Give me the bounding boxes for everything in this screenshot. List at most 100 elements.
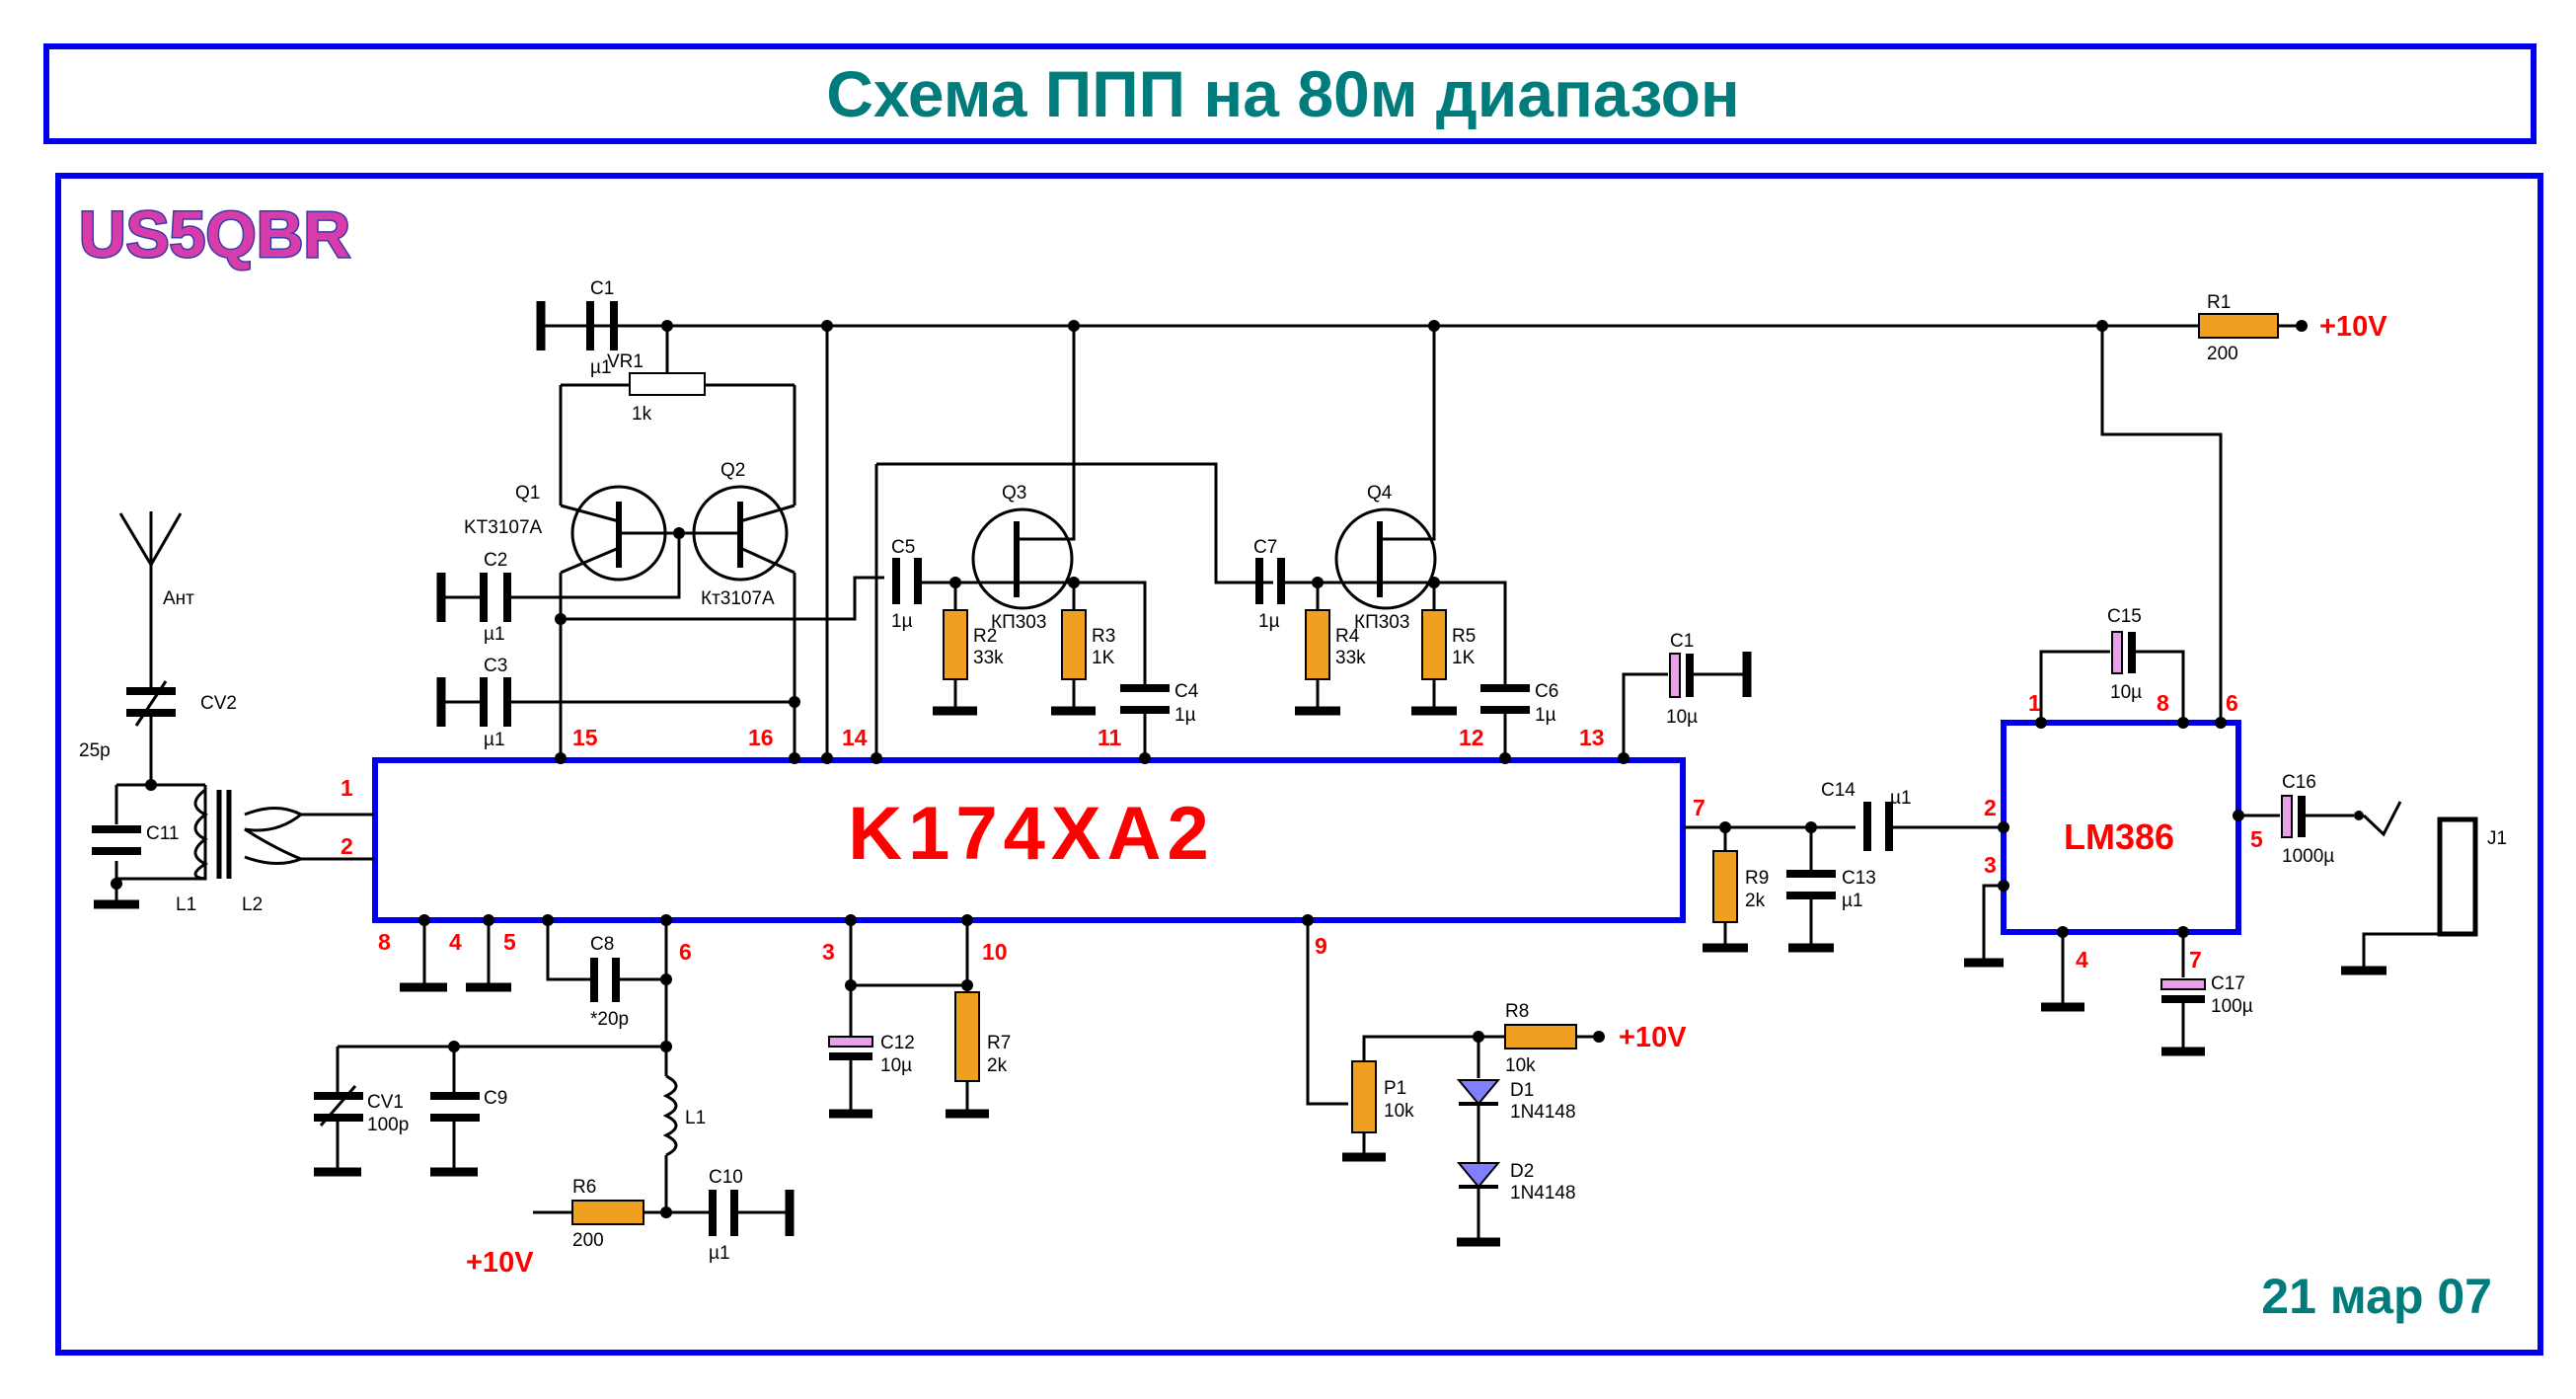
pin-label: 3 <box>1984 852 1997 878</box>
label-vr1: VR1 <box>607 351 644 372</box>
lm386-circuit <box>1964 326 2478 1056</box>
pin-label: 5 <box>2250 826 2263 852</box>
pin9-bias <box>1302 914 1605 1247</box>
ic-k174xa2 <box>372 757 1686 923</box>
label-cv2: CV2 <box>200 693 237 714</box>
label-c12: C12 <box>880 1033 915 1053</box>
label-c4: C4 <box>1174 681 1199 702</box>
resistor-r7 <box>954 991 980 1082</box>
schematic-frame <box>55 173 2543 1356</box>
ic-k174xa2-label: K174XA2 <box>848 792 1215 876</box>
label-c8: C8 <box>590 934 614 955</box>
label-p1-value: 10k <box>1384 1101 1414 1122</box>
supply-rail <box>536 301 2308 350</box>
pin-label: 3 <box>822 939 835 965</box>
label-r6: R6 <box>572 1177 596 1198</box>
potentiometer-p1 <box>1351 1060 1377 1133</box>
label-c13-value: µ1 <box>1842 891 1863 911</box>
label-c1: C1 <box>590 278 614 299</box>
label-d2: D2 <box>1510 1161 1534 1182</box>
label-c8-value: *20p <box>590 1009 629 1030</box>
label-r2: R2 <box>973 626 997 647</box>
pin-label: 4 <box>2076 947 2088 972</box>
label-c16-value: 1000µ <box>2282 846 2334 867</box>
pin-label: 16 <box>748 725 774 750</box>
label-c1-value: µ1 <box>590 357 612 378</box>
label-r5: R5 <box>1452 626 1476 647</box>
label-c3-value: µ1 <box>484 730 505 750</box>
label-r7: R7 <box>987 1033 1011 1053</box>
label-ant: Ант <box>163 588 194 609</box>
label-q4: Q4 <box>1367 483 1393 504</box>
pin-label: 9 <box>1315 933 1327 959</box>
potentiometer-vr1 <box>629 372 706 396</box>
label-c2-value: µ1 <box>484 624 505 645</box>
label-r1-value: 200 <box>2207 344 2238 364</box>
label-c16: C16 <box>2282 772 2316 793</box>
label-c2: C2 <box>484 550 507 571</box>
label-r6-value: 200 <box>572 1230 604 1251</box>
label-c3: C3 <box>484 656 507 676</box>
label-cv1-value: 100p <box>367 1115 409 1135</box>
label-j1: J1 <box>2487 828 2507 849</box>
label-cv2-value: 25p <box>79 740 111 761</box>
power-label-r6: +10V <box>466 1247 534 1279</box>
page-title: Схема ППП на 80м диапазон <box>826 57 1740 130</box>
label-q4-value: КП303 <box>1354 612 1409 633</box>
title-frame <box>43 43 2537 144</box>
label-d2-value: 1N4148 <box>1510 1183 1576 1204</box>
pin-label: 1 <box>341 775 353 801</box>
pin-label: 1 <box>2028 690 2041 716</box>
pin-label: 11 <box>1098 725 1122 750</box>
diode-d2 <box>1456 1162 1501 1189</box>
label-r4-value: 33k <box>1335 648 1366 668</box>
pin-label: 2 <box>341 833 353 859</box>
label-c14: C14 <box>1821 780 1856 801</box>
label-r9-value: 2k <box>1745 891 1766 911</box>
label-r9: R9 <box>1745 868 1769 889</box>
label-l1b: L1 <box>685 1108 706 1128</box>
label-c10: C10 <box>709 1167 743 1188</box>
label-r1: R1 <box>2207 292 2231 313</box>
transistor-q3 <box>971 507 1074 610</box>
label-d1-value: 1N4148 <box>1510 1102 1576 1123</box>
date-label: 21 мар 07 <box>2261 1269 2492 1324</box>
label-l2: L2 <box>242 894 263 915</box>
pin-label: 8 <box>378 929 391 955</box>
label-c7-value: 1µ <box>1258 611 1280 632</box>
pin-label: 6 <box>2226 690 2238 716</box>
pin-label: 4 <box>449 929 462 955</box>
resistor-r3 <box>1061 609 1087 680</box>
resistor-r1 <box>2198 313 2279 339</box>
label-l1a: L1 <box>176 894 196 915</box>
resistor-r2 <box>943 609 968 680</box>
resistor-r5 <box>1421 609 1447 680</box>
label-vr1-value: 1k <box>632 404 652 425</box>
label-c17: C17 <box>2211 973 2245 994</box>
pin3-10-circuit <box>828 914 989 1119</box>
label-c7: C7 <box>1253 537 1277 558</box>
label-c5-value: 1µ <box>891 611 913 632</box>
pin-label: 14 <box>842 725 868 750</box>
pin-label: 2 <box>1984 795 1997 820</box>
antenna-input <box>92 511 375 909</box>
label-r8-value: 10k <box>1505 1055 1536 1076</box>
label-c17-value: 100µ <box>2211 996 2253 1017</box>
q4-stage <box>1216 326 1530 764</box>
label-cv1: CV1 <box>367 1092 404 1113</box>
label-r5-value: 1K <box>1452 648 1476 668</box>
detector-output <box>1683 802 2009 953</box>
resistor-r8 <box>1504 1024 1577 1049</box>
q3-stage <box>855 326 1273 764</box>
label-c1b: C1 <box>1670 631 1694 652</box>
label-c14-value: µ1 <box>1890 788 1912 809</box>
label-r3: R3 <box>1092 626 1115 647</box>
label-r7-value: 2k <box>987 1055 1008 1076</box>
label-c11: C11 <box>146 823 179 844</box>
differential-pair <box>436 326 884 764</box>
pin-label: 13 <box>1579 725 1605 750</box>
resistor-r4 <box>1305 609 1330 680</box>
oscillator-circuit <box>314 914 795 1236</box>
label-q2: Q2 <box>720 460 745 481</box>
